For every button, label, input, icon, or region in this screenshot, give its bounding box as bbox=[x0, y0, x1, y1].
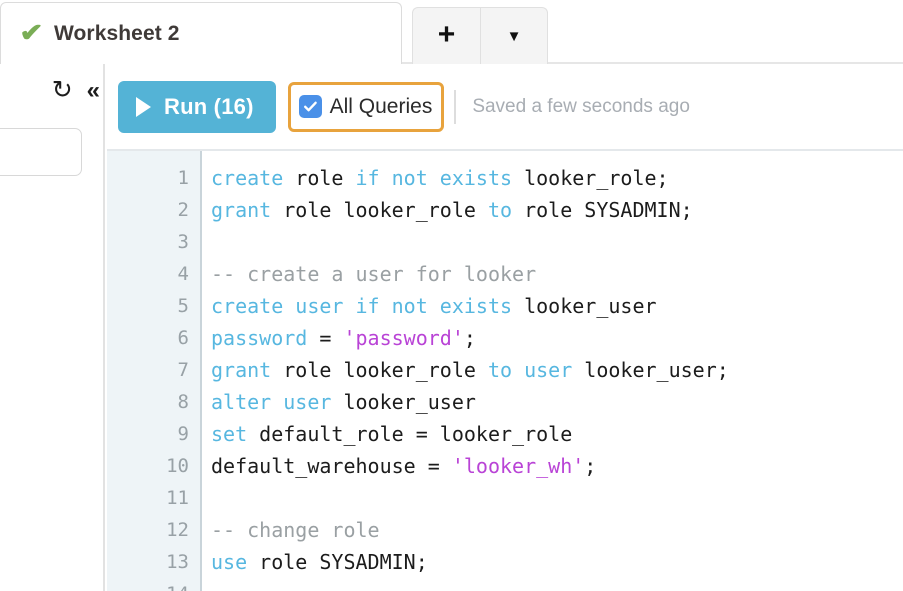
saved-status: Saved a few seconds ago bbox=[472, 95, 690, 117]
line-number: 6 bbox=[177, 327, 189, 349]
code-line[interactable]: create role if not exists looker_role; bbox=[211, 162, 903, 194]
line-number: 14 bbox=[107, 578, 200, 591]
code-token: use bbox=[211, 550, 248, 574]
code-line[interactable]: password = 'password'; bbox=[211, 322, 903, 354]
code-line[interactable]: grant role looker_role to role SYSADMIN; bbox=[211, 194, 903, 226]
code-token: alter user bbox=[211, 390, 332, 414]
code-token: if not exists bbox=[355, 166, 513, 190]
plus-icon: + bbox=[437, 18, 456, 51]
code-token: set bbox=[211, 422, 248, 446]
editor-toolbar: Run (16) All Queries Saved a few seconds… bbox=[107, 64, 903, 149]
code-token: -- change role bbox=[211, 518, 380, 542]
tab-controls: + ▼ bbox=[412, 7, 548, 64]
code-token: looker_user bbox=[331, 390, 476, 414]
code-line[interactable]: grant role looker_role to user looker_us… bbox=[211, 354, 903, 386]
code-token: to user bbox=[487, 358, 573, 382]
tab-title: Worksheet 2 bbox=[53, 21, 180, 45]
code-token: looker_role; bbox=[512, 166, 669, 190]
line-number: 8 bbox=[177, 391, 189, 413]
worksheet-tab-bar: ✔ Worksheet 2 + ▼ bbox=[0, 0, 903, 64]
chevron-down-icon: ▼ bbox=[506, 27, 522, 45]
code-token: password bbox=[211, 326, 308, 350]
line-number: 7 bbox=[177, 359, 189, 381]
code-token: role looker_role bbox=[271, 198, 488, 222]
code-token: 'looker_wh' bbox=[451, 454, 585, 478]
sql-code-editor[interactable]: 1234567891011121314 create role if not e… bbox=[107, 149, 903, 591]
worksheet-editor-panel: Run (16) All Queries Saved a few seconds… bbox=[107, 64, 903, 591]
line-number: 5 bbox=[177, 295, 189, 317]
worksheet-menu-button[interactable]: ▼ bbox=[480, 7, 548, 64]
code-token: role looker_role bbox=[271, 358, 488, 382]
code-token: looker_user bbox=[512, 294, 657, 318]
code-line[interactable]: default_warehouse = 'looker_wh'; bbox=[211, 450, 903, 482]
all-queries-toggle[interactable]: All Queries bbox=[287, 81, 445, 132]
code-token: ; bbox=[463, 326, 476, 350]
code-line[interactable]: -- create a user for looker bbox=[211, 258, 903, 290]
line-number: 12 bbox=[166, 519, 189, 541]
code-line[interactable] bbox=[211, 578, 903, 591]
code-token: = bbox=[307, 326, 344, 350]
code-token: create user if not exists bbox=[211, 294, 513, 318]
line-number-gutter: 1234567891011121314 bbox=[107, 151, 202, 591]
code-token: role SYSADMIN; bbox=[247, 550, 428, 574]
refresh-icon[interactable]: ↻ bbox=[51, 76, 73, 104]
run-button-label: Run (16) bbox=[164, 93, 254, 119]
code-token: role bbox=[283, 166, 356, 190]
code-token: default_role = looker_role bbox=[247, 422, 573, 446]
code-line[interactable]: use role SYSADMIN; bbox=[211, 546, 903, 578]
code-line[interactable]: -- change role bbox=[211, 514, 903, 546]
left-sidebar: ↻ « bbox=[0, 64, 105, 591]
code-content[interactable]: create role if not exists looker_role;gr… bbox=[202, 151, 903, 591]
code-line[interactable]: set default_role = looker_role bbox=[211, 418, 903, 450]
code-line[interactable] bbox=[211, 482, 903, 514]
code-token: default_warehouse = bbox=[211, 454, 452, 478]
line-number: 13 bbox=[166, 551, 189, 573]
line-number: 11 bbox=[166, 487, 189, 509]
line-number: 10 bbox=[166, 455, 189, 477]
line-number: 3 bbox=[177, 231, 189, 253]
code-token: looker_user; bbox=[572, 358, 729, 382]
play-icon bbox=[136, 96, 151, 117]
new-worksheet-button[interactable]: + bbox=[412, 7, 480, 64]
code-token: create bbox=[211, 166, 284, 190]
collapse-panel-icon[interactable]: « bbox=[86, 76, 100, 104]
code-line[interactable]: create user if not exists looker_user bbox=[211, 290, 903, 322]
toolbar-divider bbox=[454, 89, 457, 124]
code-token: role SYSADMIN; bbox=[512, 198, 693, 222]
run-button[interactable]: Run (16) bbox=[118, 80, 276, 133]
checkmark-icon bbox=[303, 101, 317, 112]
code-line[interactable] bbox=[211, 226, 903, 258]
sidebar-icon-group: ↻ « bbox=[51, 76, 100, 104]
line-number: 4 bbox=[177, 263, 189, 285]
code-token: ; bbox=[584, 454, 597, 478]
code-token: grant bbox=[211, 358, 272, 382]
code-token: grant bbox=[211, 198, 272, 222]
code-token: -- create a user for looker bbox=[211, 262, 537, 286]
all-queries-label: All Queries bbox=[329, 94, 433, 118]
check-icon: ✔ bbox=[19, 19, 44, 47]
tab-worksheet-2[interactable]: ✔ Worksheet 2 bbox=[0, 2, 402, 64]
code-token: to bbox=[487, 198, 513, 222]
code-token: 'password' bbox=[343, 326, 464, 350]
code-line[interactable]: alter user looker_user bbox=[211, 386, 903, 418]
line-number: 1 bbox=[177, 167, 189, 189]
line-number: 9 bbox=[177, 423, 189, 445]
sidebar-search-input[interactable] bbox=[0, 128, 82, 176]
all-queries-checkbox[interactable] bbox=[298, 95, 322, 118]
line-number: 2 bbox=[177, 199, 189, 221]
